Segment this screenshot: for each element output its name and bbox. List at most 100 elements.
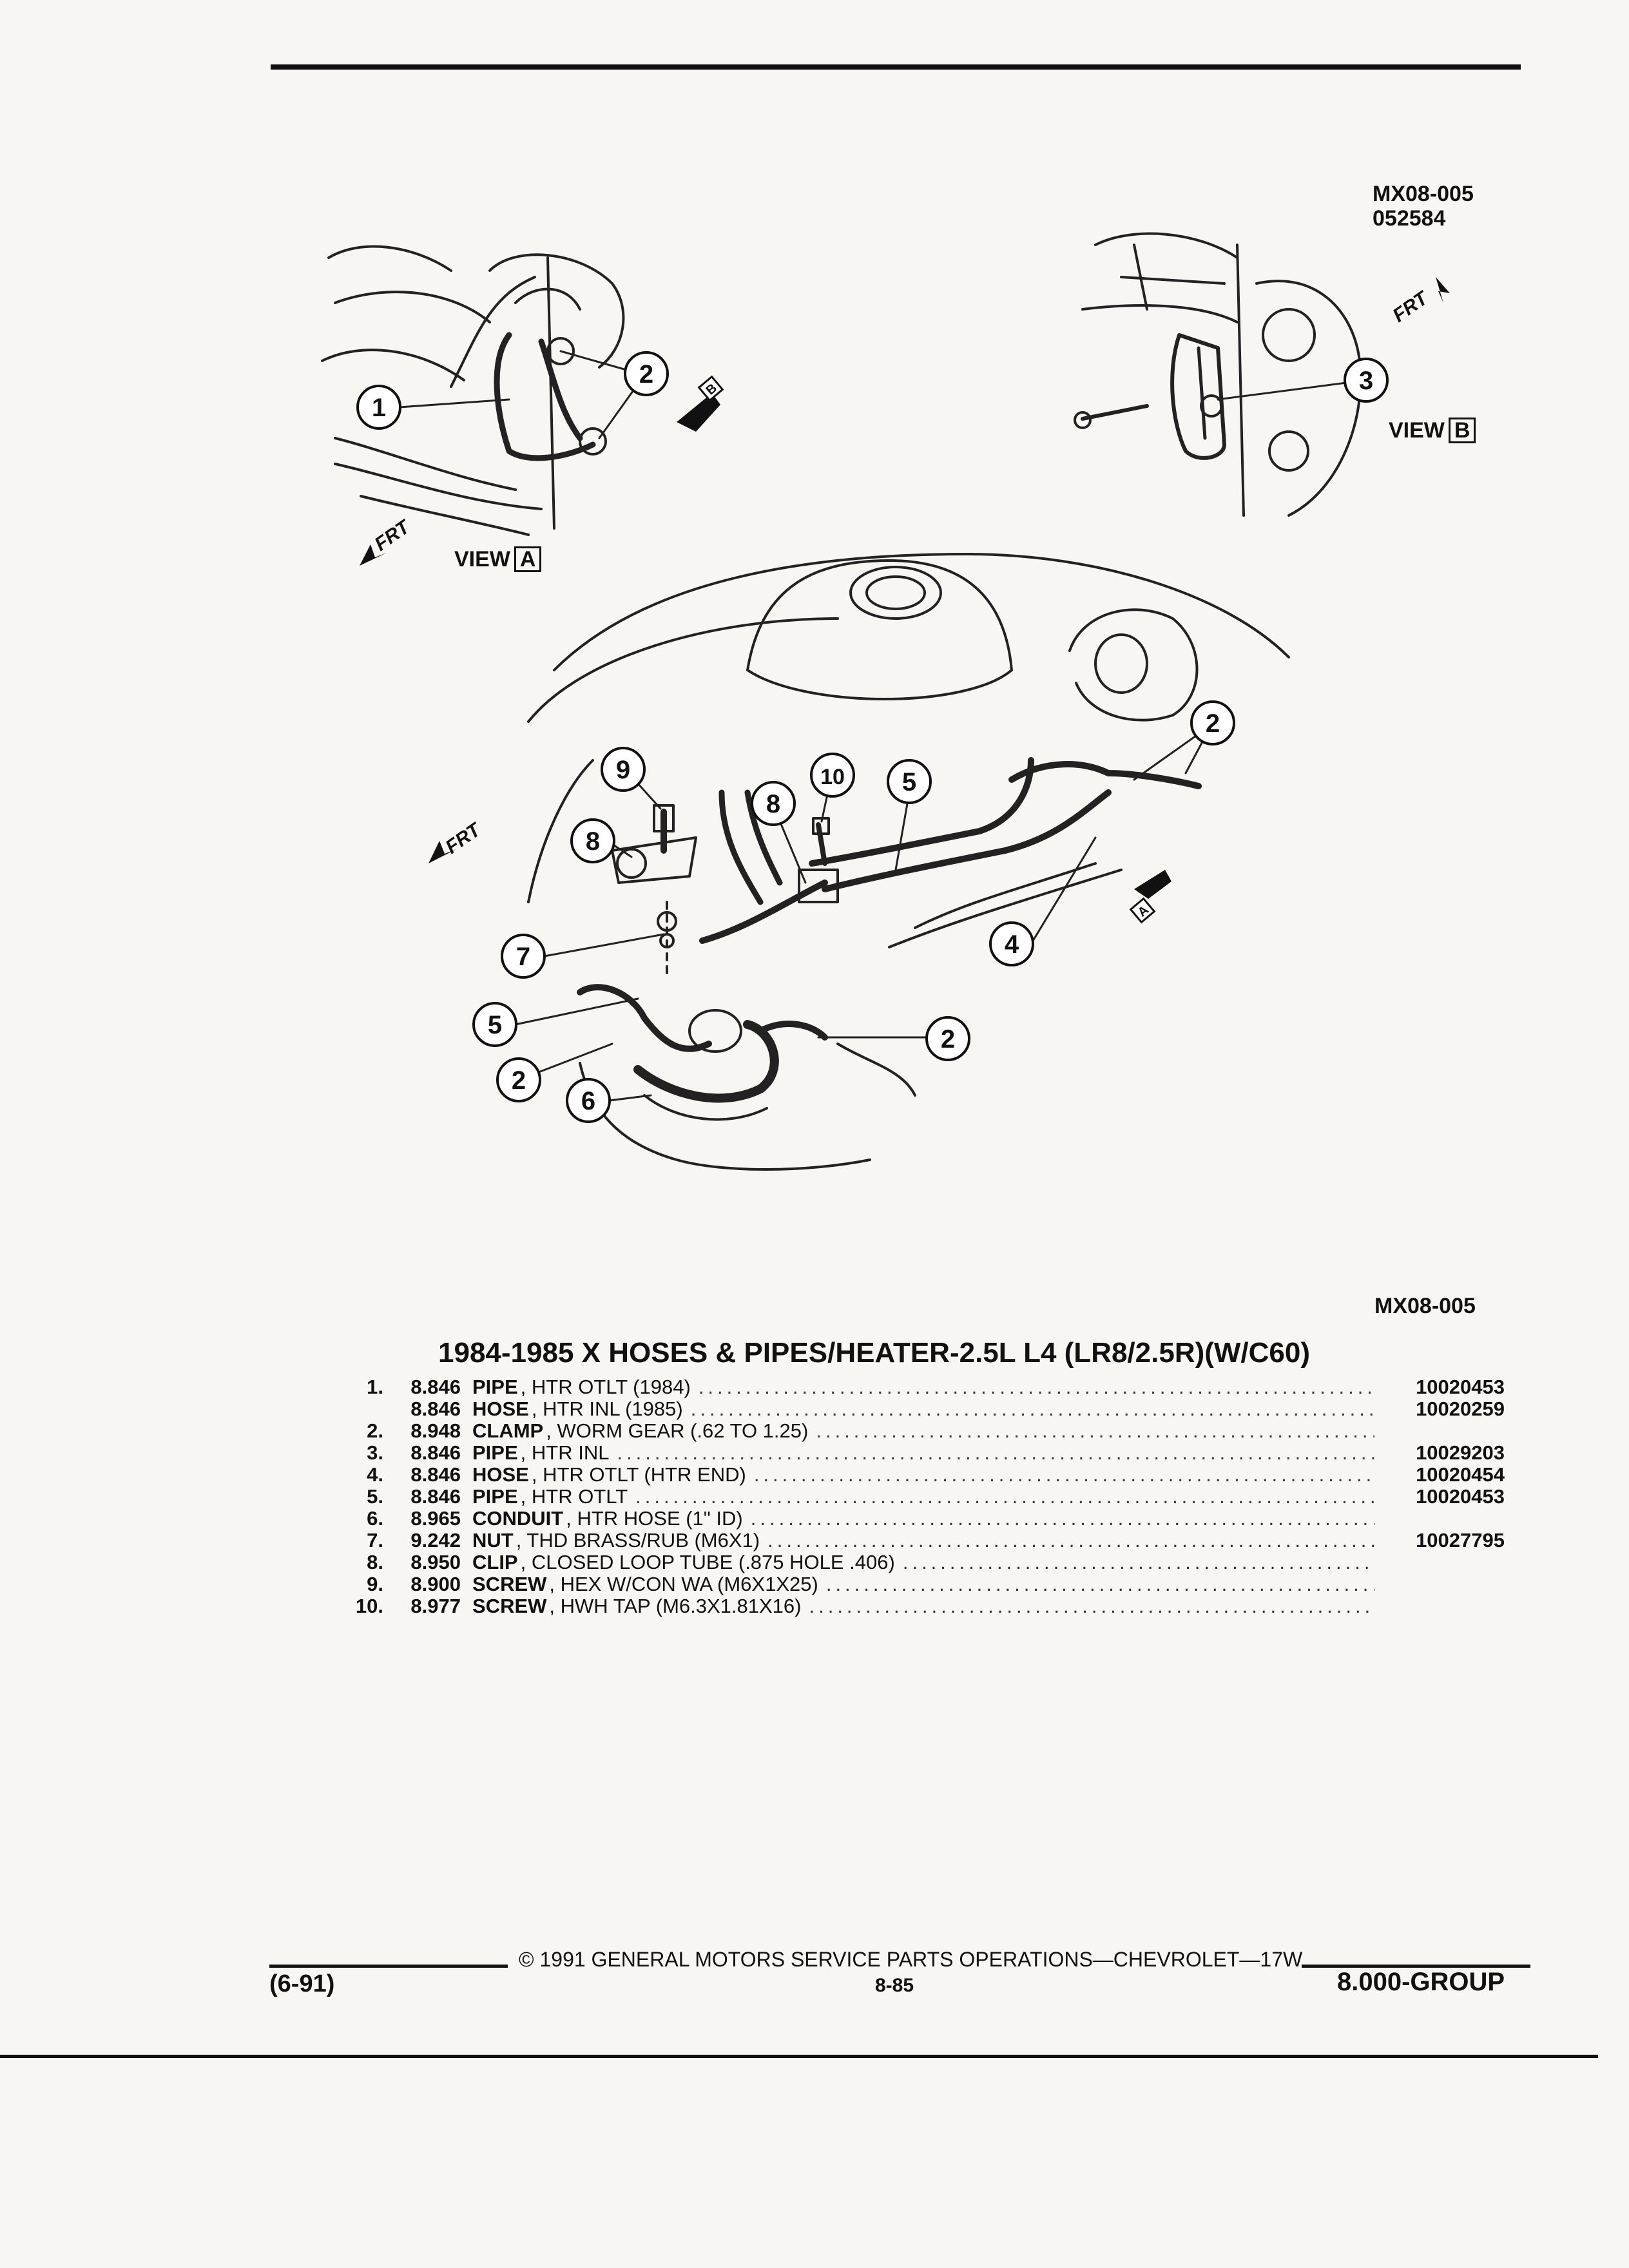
part-description: , THD BRASS/RUB (M6X1) [516, 1529, 760, 1552]
callout-8-mid: 8 [766, 790, 780, 818]
part-number: 10020453 [1416, 1485, 1505, 1508]
callout-9: 9 [616, 756, 630, 784]
main-drawing [527, 553, 1290, 1171]
part-group-code: 8.846 [410, 1485, 461, 1508]
leader-dots [617, 1442, 1374, 1464]
part-description: , HTR OTLT (1984) [520, 1376, 691, 1398]
view-a-box: A [514, 546, 542, 572]
leader-dots [903, 1552, 1374, 1573]
leader-dots [754, 1464, 1374, 1486]
date-code: (6-91) [269, 1970, 335, 1997]
callout-2-view-a: 2 [639, 360, 653, 389]
part-name: NUT [472, 1529, 514, 1552]
frt-arrow-view-b [1436, 277, 1450, 303]
part-group-code: 8.846 [410, 1463, 461, 1486]
callout-1-view-a: 1 [372, 394, 386, 422]
figure-code-line-2: 052584 [1373, 206, 1446, 231]
callout-7: 7 [516, 943, 530, 971]
part-group-code: 8.846 [410, 1441, 461, 1464]
callout-2-top: 2 [1206, 709, 1220, 738]
part-group-code: 8.977 [410, 1595, 461, 1617]
part-description: , HTR INL [520, 1441, 610, 1464]
parts-row: 4. 8.846 HOSE, HTR OTLT (HTR END) 10020454 [345, 1464, 1505, 1486]
leader-dots [751, 1508, 1374, 1530]
direction-arrows [360, 277, 1450, 899]
leader-dots [699, 1376, 1374, 1398]
part-description: , HWH TAP (M6.3X1.81X16) [549, 1595, 802, 1617]
part-name: CLAMP [472, 1419, 544, 1442]
leader-dots [767, 1530, 1374, 1552]
view-a-word: VIEW [454, 547, 510, 572]
part-group-code: 8.948 [410, 1419, 461, 1442]
view-b-arrow [677, 393, 720, 432]
part-description: , HTR HOSE (1" ID) [566, 1507, 743, 1530]
copyright-line: © 1991 GENERAL MOTORS SERVICE PARTS OPER… [519, 1948, 1303, 1971]
part-description: , WORM GEAR (.62 TO 1.25) [546, 1419, 809, 1442]
part-description: , HTR OTLT (HTR END) [531, 1463, 746, 1486]
part-group-code: 8.846 [410, 1376, 461, 1398]
part-name: PIPE [472, 1441, 518, 1464]
parts-row: 2. 8.948 CLAMP, WORM GEAR (.62 TO 1.25) [345, 1420, 1505, 1442]
part-number-index: 6. [367, 1507, 383, 1530]
part-name: CLIP [472, 1551, 518, 1573]
part-number-index: 3. [367, 1441, 383, 1464]
page-number: 8-85 [875, 1975, 914, 1996]
group-label: 8.000-GROUP [1337, 1968, 1505, 1996]
frt-arrow-main [429, 841, 456, 863]
part-number: 10027795 [1416, 1529, 1505, 1552]
parts-row: 6. 8.965 CONDUIT, HTR HOSE (1" ID) [345, 1508, 1505, 1530]
parts-row: 5. 8.846 PIPE, HTR OTLT 10020453 [345, 1486, 1505, 1508]
part-name: SCREW [472, 1573, 547, 1595]
part-group-code: 8.965 [410, 1507, 461, 1530]
view-b-drawing [1074, 232, 1362, 517]
part-number: 10020454 [1416, 1463, 1505, 1486]
part-name: HOSE [472, 1463, 529, 1486]
part-number-index: 10. [355, 1595, 383, 1617]
part-number-index: 2. [367, 1419, 383, 1442]
part-description: , HEX W/CON WA (M6X1X25) [549, 1573, 818, 1595]
part-number-index: 1. [367, 1376, 383, 1398]
part-number-index: 7. [367, 1529, 383, 1552]
leader-dots [635, 1486, 1374, 1508]
leader-lines [398, 350, 1367, 1102]
part-name: HOSE [472, 1398, 529, 1420]
figure-code-line-1: MX08-005 [1373, 182, 1474, 206]
leader-dots [691, 1398, 1374, 1420]
part-number: 10020259 [1416, 1398, 1505, 1420]
part-group-code: 9.242 [410, 1529, 461, 1552]
part-name: CONDUIT [472, 1507, 564, 1530]
figure-code-bottom: MX08-005 [1374, 1294, 1476, 1318]
arrow-boxes [697, 375, 1156, 924]
view-b-word: VIEW [1389, 418, 1445, 443]
figure-code-top: MX08-005 052584 [1373, 182, 1474, 231]
callout-circles [356, 351, 1389, 1123]
callout-2-left: 2 [512, 1066, 526, 1095]
callout-2-right: 2 [941, 1025, 955, 1053]
part-name: PIPE [472, 1485, 518, 1508]
leader-dots [816, 1420, 1374, 1442]
footer-rule-right [1302, 1965, 1530, 1968]
part-number-index: 4. [367, 1463, 383, 1486]
view-a-drawing [321, 245, 625, 536]
part-name: PIPE [472, 1376, 518, 1398]
parts-row: 7. 9.242 NUT, THD BRASS/RUB (M6X1) 10027795 [345, 1530, 1505, 1552]
leader-dots [809, 1595, 1374, 1617]
parts-row: 10. 8.977 SCREW, HWH TAP (M6.3X1.81X16) [345, 1595, 1505, 1617]
part-name: SCREW [472, 1595, 547, 1617]
part-description: , CLOSED LOOP TUBE (.875 HOLE .406) [520, 1551, 895, 1573]
part-number-index: 5. [367, 1485, 383, 1508]
part-description: , HTR OTLT [520, 1485, 628, 1508]
callout-10: 10 [820, 765, 845, 789]
part-group-code: 8.846 [410, 1398, 461, 1420]
frt-arrow-view-a [360, 544, 387, 566]
part-description: , HTR INL (1985) [531, 1398, 683, 1420]
view-a-arrow [1134, 870, 1171, 899]
view-b-box: B [1448, 418, 1476, 443]
callout-3-view-b: 3 [1359, 367, 1373, 395]
